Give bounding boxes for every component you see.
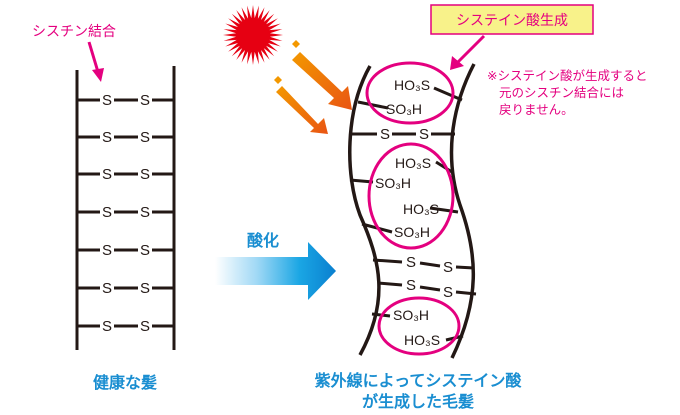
ho3s-label: HO₃S — [403, 201, 439, 217]
note-line-3: 戻りません。 — [499, 102, 574, 117]
sulfur-label: S — [140, 166, 150, 183]
damaged-hair-label-line-2: が生成した毛髪 — [362, 392, 474, 411]
ho3s-label: HO₃S — [395, 155, 431, 171]
sulfur-label: S — [102, 129, 112, 146]
sulfur-label: S — [140, 92, 150, 109]
healthy-hair-ladder: S S S S S S S S S S S S S S — [75, 66, 176, 350]
sulfur-label: S — [406, 277, 416, 294]
sulfur-label: S — [140, 204, 150, 221]
sulfur-label: S — [102, 92, 112, 109]
note-line-1: ※システイン酸が生成すると — [487, 68, 647, 83]
so3h-label: SO₃H — [375, 175, 411, 191]
sulfur-label: S — [419, 126, 429, 143]
sulfur-label: S — [140, 318, 150, 335]
sulfur-label: S — [380, 126, 390, 143]
oxidation-label: 酸化 — [247, 231, 279, 250]
so3h-label: SO₃H — [393, 307, 429, 323]
damaged-hair-label-line-1: 紫外線によってシステイン酸 — [315, 371, 523, 390]
sun-icon — [223, 5, 283, 65]
sulfur-label: S — [443, 259, 453, 276]
cysteic-acid-highlight-circles — [365, 61, 461, 356]
sulfur-label: S — [102, 166, 112, 183]
so3h-label: SO₃H — [386, 101, 422, 117]
so3h-label: SO₃H — [394, 224, 430, 240]
sulfur-label: S — [102, 318, 112, 335]
uv-ray-arrow-icon — [274, 76, 328, 134]
sulfur-label: S — [102, 242, 112, 259]
sulfur-label: S — [140, 280, 150, 297]
cystine-bond-arrow-icon — [87, 41, 104, 82]
cysteic-acid-callout-box — [430, 4, 594, 35]
damaged-hair-strands — [348, 63, 476, 359]
ho3s-label: HO₃S — [404, 332, 440, 348]
oxidation-arrow-icon — [215, 242, 336, 300]
cystine-bond-label: シスチン結合 — [32, 24, 116, 40]
ho3s-label: HO₃S — [394, 77, 430, 93]
sulfur-label: S — [406, 254, 416, 271]
uv-ray-arrow-icon — [292, 40, 352, 110]
sulfur-label: S — [140, 242, 150, 259]
sulfur-label: S — [102, 280, 112, 297]
sun-rays — [223, 5, 283, 65]
healthy-hair-label: 健康な髪 — [93, 373, 157, 392]
sulfur-label: S — [102, 204, 112, 221]
sulfur-label: S — [443, 284, 453, 301]
sulfur-label: S — [140, 129, 150, 146]
cysteic-acid-callout-label: システイン酸生成 — [456, 13, 568, 29]
note-line-2: 元のシスチン結合には — [499, 85, 624, 100]
callout-arrow-icon — [450, 34, 486, 70]
